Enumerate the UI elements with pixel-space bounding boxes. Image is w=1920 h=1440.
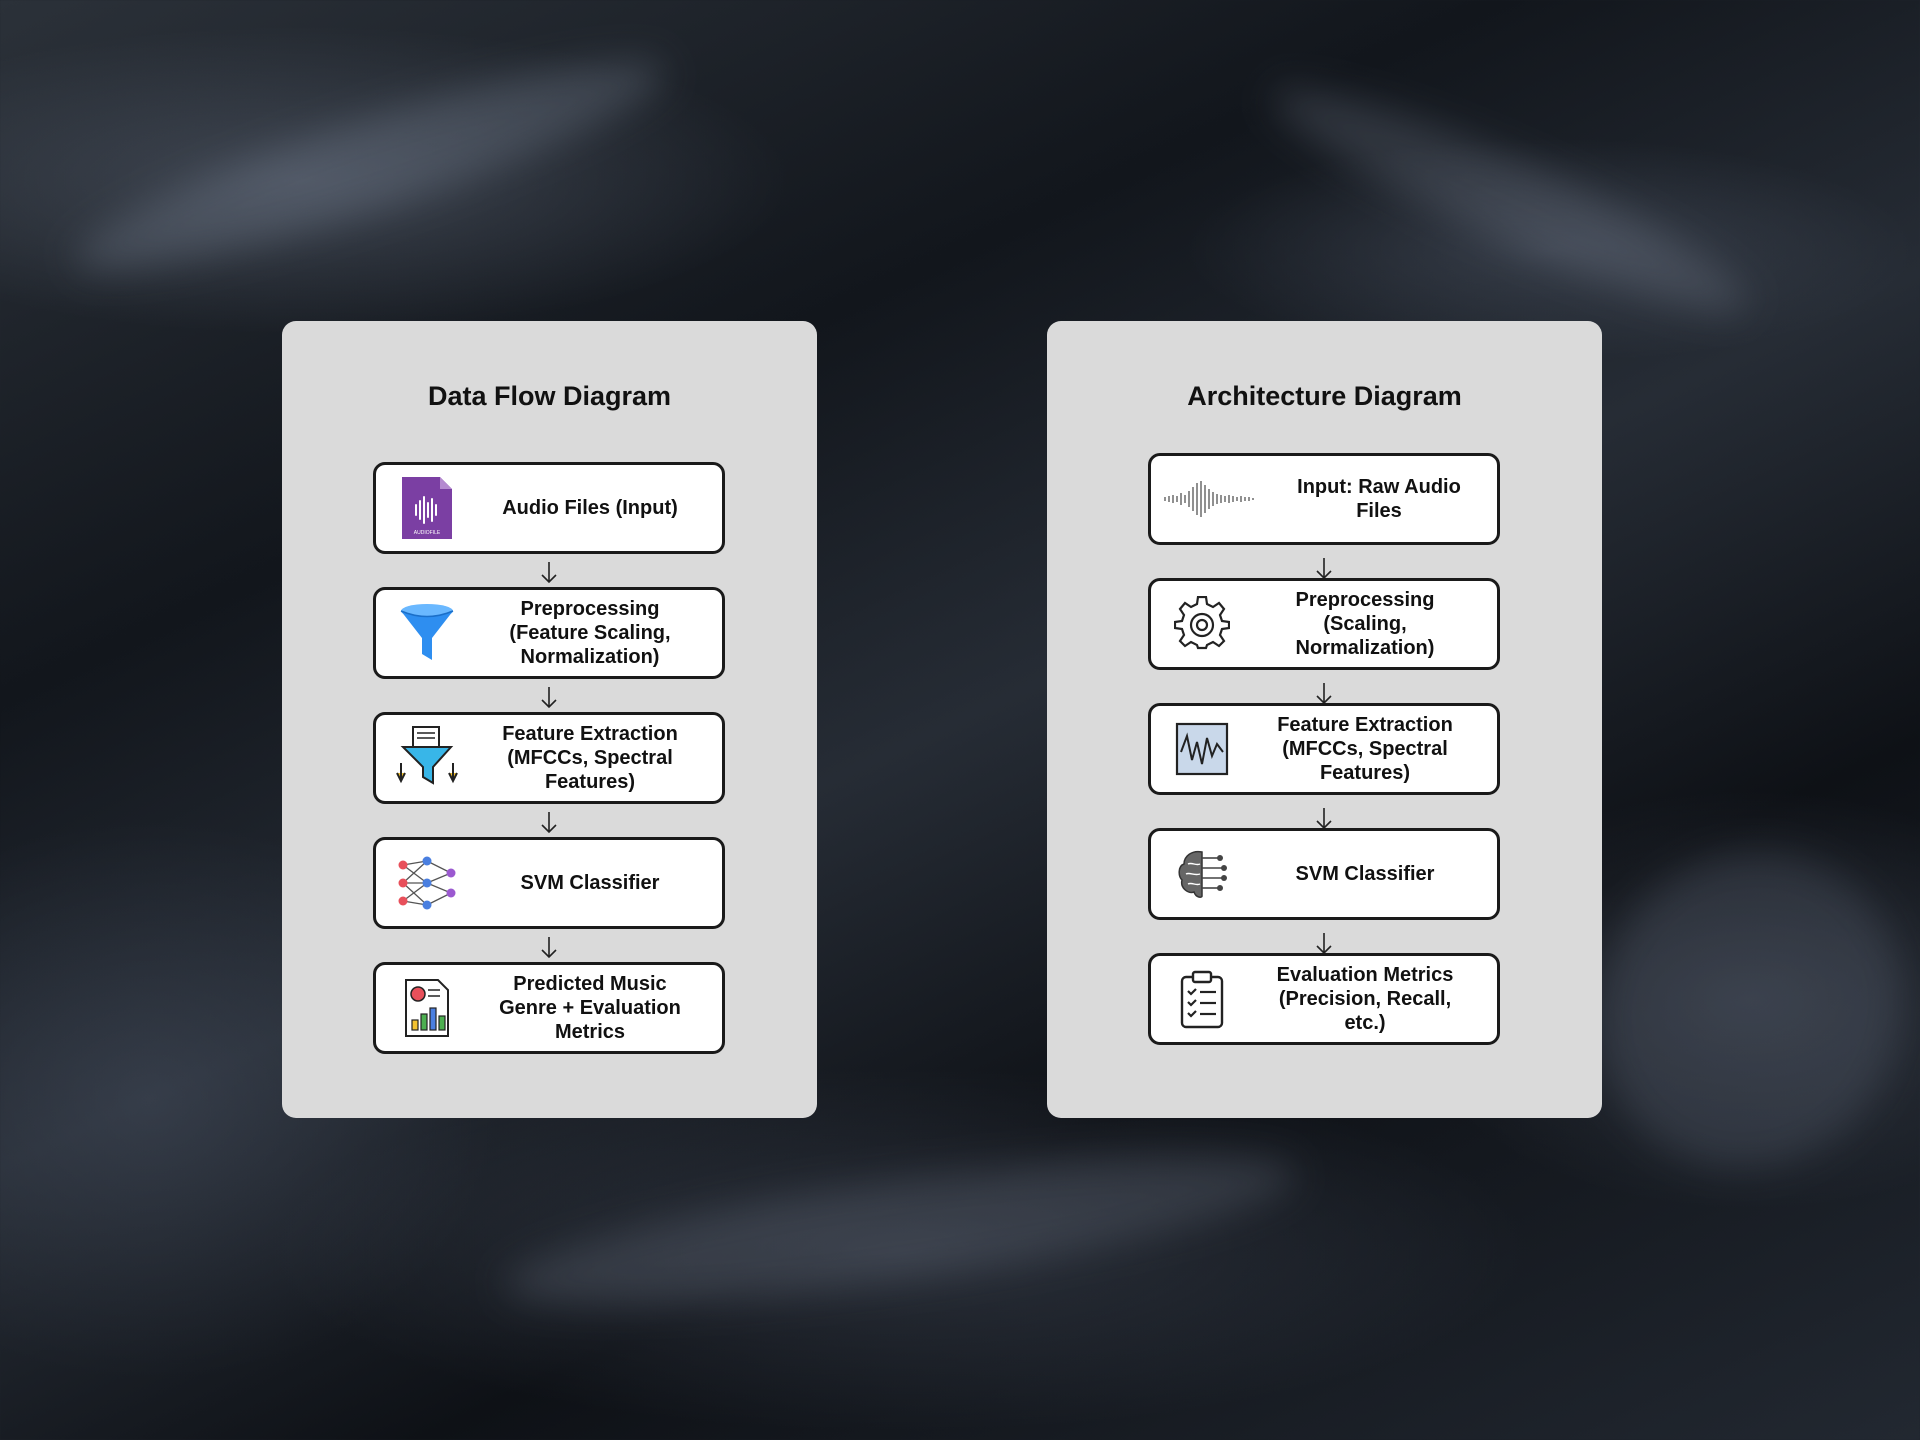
architecture-title: Architecture Diagram	[1187, 381, 1462, 411]
flow-node-preprocessing: Preprocessing (Feature Scaling, Normaliz…	[373, 587, 725, 679]
document-filter-icon	[394, 725, 460, 791]
background-fold	[496, 1124, 1304, 1336]
background-fold	[61, 26, 679, 304]
node-label: Feature Extraction (MFCCs, Spectral Feat…	[1277, 714, 1453, 784]
flow-arrow	[539, 810, 559, 836]
funnel-icon	[394, 600, 460, 666]
flow-node-predicted-genre: Predicted Music Genre + Evaluation Metri…	[373, 962, 725, 1054]
node-label: Predicted Music Genre + Evaluation Metri…	[499, 973, 681, 1043]
flow-node-feature-extraction: Feature Extraction (MFCCs, Spectral Feat…	[373, 712, 725, 804]
arch-node-raw-audio: Input: Raw Audio Files	[1148, 453, 1500, 545]
flow-node-svm-classifier: SVM Classifier	[373, 837, 725, 929]
flow-node-audio-files: AUDIOFILE Audio Files (Input)	[373, 462, 725, 554]
report-chart-icon	[394, 975, 460, 1041]
audio-file-icon-caption: AUDIOFILE	[414, 530, 441, 536]
background-fold	[1256, 57, 1764, 343]
brain-circuit-icon	[1169, 841, 1235, 907]
audio-file-icon: AUDIOFILE	[394, 475, 460, 541]
node-label: SVM Classifier	[1295, 863, 1435, 885]
node-label: Evaluation Metrics (Precision, Recall, e…	[1276, 964, 1454, 1034]
node-label: Feature Extraction (MFCCs, Spectral Feat…	[502, 723, 678, 793]
node-label: Audio Files (Input)	[502, 497, 678, 519]
data-flow-diagram-panel: Data Flow Diagram AUDIOFILE Audio Files …	[282, 321, 817, 1118]
node-label: Preprocessing (Scaling, Normalization)	[1295, 589, 1435, 659]
arch-node-feature-extraction: Feature Extraction (MFCCs, Spectral Feat…	[1148, 703, 1500, 795]
neural-network-icon	[394, 850, 460, 916]
arch-node-svm-classifier: SVM Classifier	[1148, 828, 1500, 920]
gear-icon	[1169, 591, 1235, 657]
waveform-icon	[1163, 466, 1255, 532]
node-label: Preprocessing (Feature Scaling, Normaliz…	[509, 598, 671, 668]
node-label: Input: Raw Audio Files	[1297, 476, 1461, 522]
signal-graph-icon	[1169, 716, 1235, 782]
flow-arrow	[539, 935, 559, 961]
arch-node-evaluation-metrics: Evaluation Metrics (Precision, Recall, e…	[1148, 953, 1500, 1045]
arch-node-preprocessing: Preprocessing (Scaling, Normalization)	[1148, 578, 1500, 670]
data-flow-title: Data Flow Diagram	[427, 381, 672, 411]
flow-arrow	[539, 560, 559, 586]
clipboard-checklist-icon	[1169, 966, 1235, 1032]
node-label: SVM Classifier	[520, 872, 660, 894]
architecture-diagram-panel: Architecture Diagram Input: Raw Audio Fi…	[1047, 321, 1602, 1118]
flow-arrow	[539, 685, 559, 711]
